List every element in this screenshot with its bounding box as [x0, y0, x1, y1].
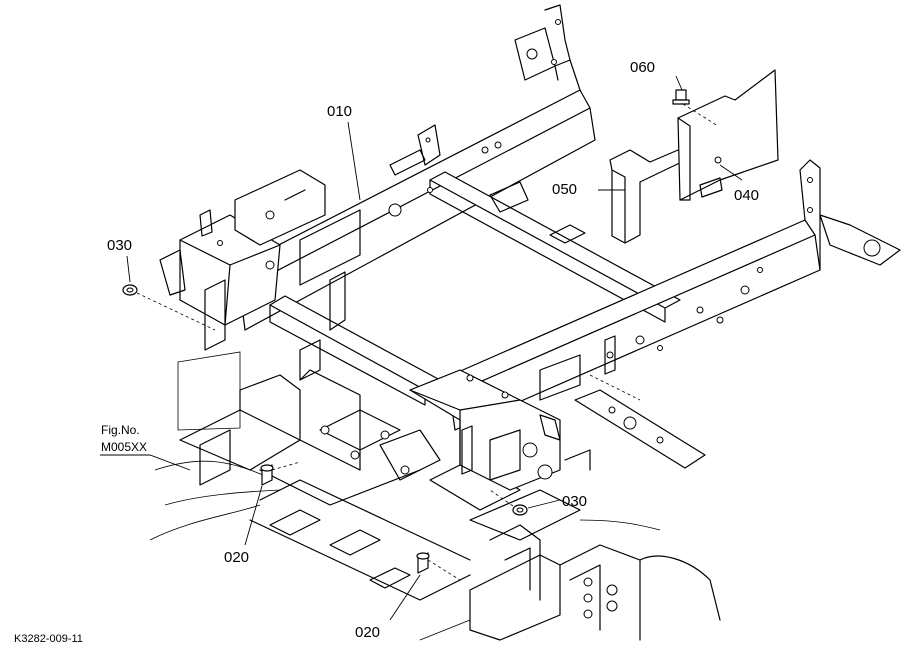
nut-030-right: [489, 489, 528, 516]
callout-060: 060: [630, 59, 656, 76]
nut-030-left: [122, 284, 216, 331]
callout-030-left: 030: [107, 237, 133, 254]
leader-lines: [100, 75, 743, 621]
bolt-060: [672, 89, 719, 127]
callout-010: 010: [327, 103, 353, 120]
figure-reference-label: Fig.No.: [101, 423, 140, 437]
callout-020-upper: 020: [224, 549, 250, 566]
bracket-050: [609, 149, 691, 244]
guide-plate: [177, 351, 241, 431]
callout-020-lower: 020: [355, 624, 381, 641]
bolt-020-upper: [260, 461, 301, 486]
callout-030-right: 030: [562, 493, 588, 510]
drawing-id: K3282-009-11: [14, 633, 83, 645]
figure-reference-number: M005XX: [101, 440, 148, 454]
callout-050: 050: [552, 181, 578, 198]
main-frame-010: [159, 4, 901, 491]
cover-plate-040: [677, 69, 779, 201]
lower-assembly: [149, 369, 721, 641]
bolt-020-lower: [416, 552, 461, 581]
callout-040: 040: [734, 187, 760, 204]
